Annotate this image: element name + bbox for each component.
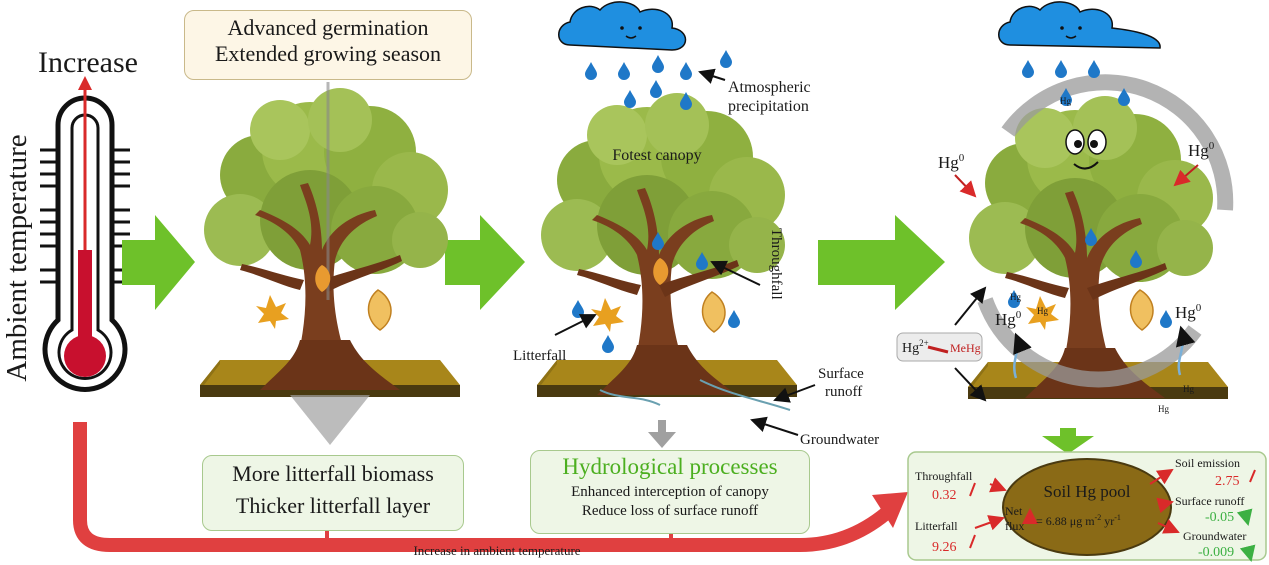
rain-cloud-icon [998,1,1161,49]
litterfall-line-2: Thicker litterfall layer [235,493,431,518]
hydrological-line-2: Reduce loss of surface runoff [581,503,759,519]
hg-small-label: Hg [1037,306,1048,316]
hg0-label-left: Hg0 [938,152,965,172]
net-label-1: Net [1005,504,1023,518]
hg0-label-right: Hg0 [1188,140,1215,160]
hg0-label-bottom-right: Hg0 [1175,302,1202,322]
hg-cycle-ring [1001,74,1234,211]
input-name: Throughfall [915,469,973,483]
output-name: Groundwater [1183,529,1246,543]
output-value: 2.75 [1215,474,1240,489]
grey-down-arrow-2 [648,432,676,448]
phenology-box: Advanced germination Extended growing se… [184,10,472,80]
tree-1 [204,88,448,390]
soil-hg-pool [1002,458,1172,556]
hg-small-label: Hg [1158,404,1169,414]
phenology-line-2: Extended growing season [214,41,442,66]
input-value: 9.26 [932,540,957,555]
precipitation-label: precipitation [728,98,809,115]
output-name: Surface runoff [1175,494,1244,508]
phenology-line-1: Advanced germination [227,15,429,40]
hg2-label: Hg2+ [902,338,929,356]
input-value: 0.32 [932,488,957,503]
leaf-icon [1026,289,1154,331]
bottom-arrow-label: Increase in ambient temperature [413,543,580,558]
litterfall-label: Litterfall [513,348,566,364]
input-name: Litterfall [915,519,958,533]
green-arrow-down [1042,428,1094,454]
hg0-label-bottom-left: Hg0 [995,309,1022,329]
litterfall-box: More litterfall biomass Thicker litterfa… [202,455,464,531]
leaf-icon [591,258,726,333]
hydrological-title: Hydrological processes [562,454,778,479]
surface-label: Surface [818,366,864,382]
temperature-arrow [73,422,895,552]
ambient-temperature-label: Ambient temperature [1,134,33,381]
temperature-arrow-head [872,492,908,528]
green-arrow-3 [818,215,945,310]
hg-small-label: Hg [1060,96,1071,106]
output-value: -0.009 [1198,545,1234,560]
runoff-label: runoff [825,384,862,400]
hydrological-line-1: Enhanced interception of canopy [571,484,769,500]
atmospheric-label: Atmospheric [728,79,811,96]
green-arrow-2 [445,215,525,310]
green-arrow-1 [122,215,195,310]
output-value: -0.05 [1205,510,1234,525]
grey-down-arrow-1 [290,395,370,445]
groundwater-label: Groundwater [800,432,879,448]
soil-pool-title: Soil Hg pool [1044,482,1131,501]
rain-cloud-icon [558,1,687,51]
litterfall-line-1: More litterfall biomass [232,461,434,486]
hydrological-box: Hydrological processes Enhanced intercep… [530,450,810,534]
methylation-pill [896,332,983,362]
hg-small-label: Hg [1183,384,1194,394]
thermometer-icon [40,76,130,392]
throughfall-label: Throughfall [768,228,784,300]
face-icon [1065,129,1107,170]
net-flux-value: = 6.88 μg m-2 yr-1 [1036,513,1121,528]
mehg-label: MeHg [950,341,981,355]
leaf-icon [256,265,392,331]
hg-small-label: Hg [1010,292,1021,302]
net-label-2: flux [1005,519,1024,533]
canopy-label: Fotest canopy [612,147,701,164]
output-name: Soil emission [1175,456,1240,470]
increase-label: Increase [38,46,138,79]
